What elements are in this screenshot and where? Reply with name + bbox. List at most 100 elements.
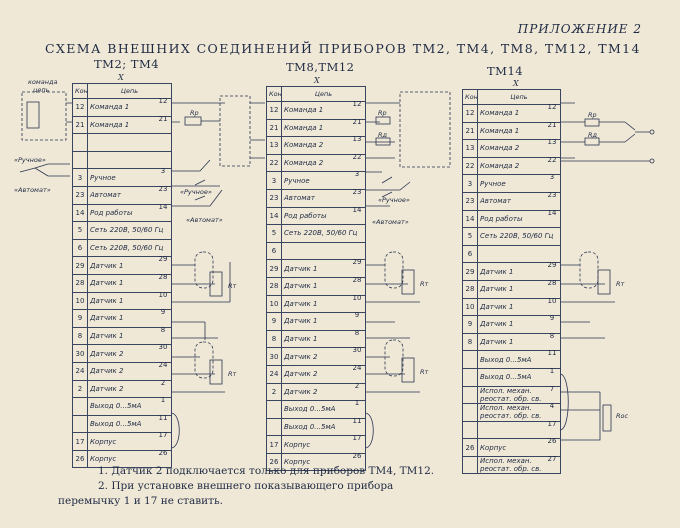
resistor-rr-1-icon: [184, 116, 202, 126]
outer-contact-number: 1: [160, 396, 166, 405]
col-kont: Конт.: [462, 89, 478, 105]
label-rr-1: Rр: [190, 109, 199, 117]
jumper-1-17-2: [364, 412, 374, 449]
outer-contact-number: 11: [158, 413, 168, 422]
sensor-2-icon-2: [401, 357, 415, 383]
sensor-2-icon: [209, 359, 223, 385]
outer-contact-number: 8: [160, 325, 166, 334]
outer-contact-number: 8: [549, 331, 555, 340]
connector-x-mark-1: X: [118, 73, 124, 82]
table-row: Выход 0...5мА: [72, 397, 172, 416]
outer-contact-number: 11: [352, 416, 362, 425]
outer-contact-number: 30: [158, 343, 168, 352]
notes: 1. Датчик 2 подключается только для приб…: [58, 464, 434, 509]
label-manual-1: «Ручное»: [14, 156, 46, 164]
relay-block-2: [399, 91, 451, 168]
outer-contact-number: 9: [160, 308, 166, 317]
outer-contact-number: 3: [354, 170, 360, 179]
outer-contact-number: 17: [352, 434, 362, 443]
connector-x-mark-2: X: [314, 76, 320, 85]
label-rd-3: Rд: [588, 131, 598, 139]
table-row: [72, 150, 172, 170]
sensor-1-icon: [209, 271, 223, 297]
outer-contact-number: 26: [158, 449, 168, 457]
note-2: 2. При установке внешнего показывающего …: [98, 480, 394, 492]
command-relay-box: [21, 91, 67, 141]
label-rd-2: Rд: [378, 131, 388, 139]
table-row: Выход 0...5мА: [462, 367, 561, 387]
relay-coil-icon: [26, 101, 40, 129]
page-title: СХЕМА ВНЕШНИХ СОЕДИНЕНИЙ ПРИБОРОВ ТМ2, Т…: [45, 41, 641, 56]
outer-contact-number: 14: [352, 205, 362, 214]
col-kont: Конт.: [266, 86, 282, 102]
relay-block-1: [219, 95, 251, 167]
label-rt-3: Rт: [420, 280, 429, 288]
device-title-tm14: ТМ14: [487, 64, 524, 78]
outer-contact-number: 21: [352, 117, 362, 126]
outer-contact-number: 1: [549, 367, 555, 375]
sensor-1-shield: [194, 251, 214, 289]
table-row: Испол. механ. реостат. обр. св.: [462, 455, 561, 475]
table-row: [72, 133, 172, 152]
outer-contact-number: 26: [352, 452, 362, 460]
terminal-icon: [649, 129, 655, 135]
label-auto-3: «Автомат»: [372, 218, 409, 226]
outer-contact-number: 12: [158, 97, 168, 105]
outer-contact-number: 2: [354, 381, 360, 390]
label-rt-2: Rт: [228, 370, 237, 378]
table-row: Выход 0...5мА: [266, 400, 366, 419]
outer-contact-number: 3: [549, 173, 555, 182]
sensor-1-shield-3: [579, 251, 599, 289]
col-circuit: Цепь: [281, 86, 366, 102]
label-manual-3: «Ручное»: [378, 196, 410, 204]
table-row: Выход 0...5мА: [72, 414, 172, 434]
outer-contact-number: 21: [158, 114, 168, 123]
outer-contact-number: 27: [547, 455, 557, 463]
outer-contact-number: 22: [547, 155, 557, 164]
terminal-icon: [649, 158, 655, 164]
outer-contact-number: 10: [547, 296, 557, 305]
label-rr-3: Rр: [588, 111, 597, 119]
outer-contact-number: 23: [547, 191, 557, 199]
outer-contact-number: 23: [352, 188, 362, 196]
outer-contact-number: 10: [158, 290, 168, 299]
outer-contact-number: 26: [547, 437, 557, 446]
outer-contact-number: 8: [354, 328, 360, 337]
outer-contact-number: 14: [158, 202, 168, 211]
sensor-2-shield-2: [384, 339, 404, 377]
resistor-rd-3-icon: [584, 137, 600, 146]
outer-contact-number: 29: [547, 261, 557, 270]
outer-contact-number: 1: [354, 399, 360, 408]
outer-contact-number: 30: [352, 346, 362, 355]
sensor-1-icon-3: [597, 269, 611, 295]
appendix-label: ПРИЛОЖЕНИЕ 2: [517, 22, 642, 36]
label-auto-2: «Автомат»: [186, 216, 223, 224]
outer-contact-number: 28: [352, 276, 362, 284]
outer-contact-number: 2: [160, 378, 166, 387]
label-auto-1: «Автомат»: [14, 186, 51, 194]
jumper-1-17-3: [559, 373, 569, 431]
outer-contact-number: 7: [549, 384, 555, 393]
outer-contact-number: 17: [547, 419, 557, 428]
outer-contact-number: 14: [547, 208, 557, 217]
table-row: [462, 420, 561, 440]
connector-x-mark-3: X: [513, 79, 519, 88]
resistor-rr-2-icon: [375, 116, 391, 125]
device-title-tm8-tm12: ТМ8,ТМ12: [286, 60, 355, 74]
col-circuit: Цепь: [477, 89, 561, 105]
